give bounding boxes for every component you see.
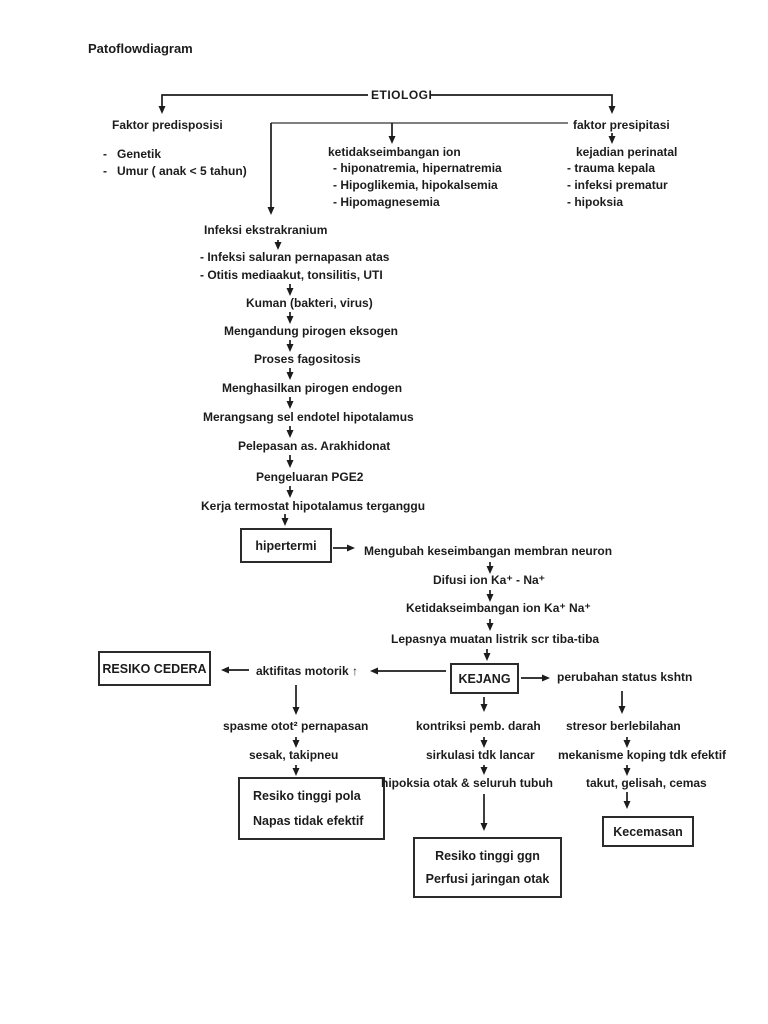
node-stresor: stresor berlebilahan xyxy=(566,719,681,733)
node-perubahan-status: perubahan status kshtn xyxy=(557,670,693,684)
node-mengubah-keseimbangan: Mengubah keseimbangan membran neuron xyxy=(364,544,613,558)
node-etiologi: ETIOLOGI xyxy=(371,88,433,102)
node-termostat: Kerja termostat hipotalamus terganggu xyxy=(201,499,426,513)
box-kejang-label: KEJANG xyxy=(458,671,511,686)
list-item-otitis: - Otitis mediaakut, tonsilitis, UTI xyxy=(200,268,383,282)
node-spasme-otot: spasme otot² pernapasan xyxy=(223,719,369,733)
list-item-genetik: - Genetik xyxy=(103,147,162,161)
node-difusi-ion: Difusi ion Ka⁺ - Na⁺ xyxy=(433,573,546,587)
node-faktor-predisposisi: Faktor predisposisi xyxy=(112,118,223,132)
node-pirogen-endogen: Menghasilkan pirogen endogen xyxy=(222,381,403,395)
node-mekanisme-koping: mekanisme koping tdk efektif xyxy=(558,748,727,762)
box-resiko-perfusi-line2: Perfusi jaringan otak xyxy=(425,872,550,887)
page-title: Patoflowdiagram xyxy=(88,41,193,56)
list-item-trauma-kepala: - trauma kepala xyxy=(567,161,656,175)
node-aktifitas-motorik: aktifitas motorik ↑ xyxy=(256,664,359,678)
node-arakhidonat: Pelepasan as. Arakhidonat xyxy=(238,439,391,453)
node-lepasnya-muatan: Lepasnya muatan listrik scr tiba-tiba xyxy=(391,632,600,646)
node-kuman: Kuman (bakteri, virus) xyxy=(246,296,373,310)
node-sirkulasi: sirkulasi tdk lancar xyxy=(426,748,535,762)
connector xyxy=(430,94,616,114)
node-ketidakseimbangan-ka-na: Ketidakseimbangan ion Ka⁺ Na⁺ xyxy=(406,601,591,615)
connector xyxy=(158,94,368,114)
node-pge2: Pengeluaran PGE2 xyxy=(256,470,364,484)
box-resiko-perfusi-line1: Resiko tinggi ggn xyxy=(435,848,540,863)
box-kejang: KEJANG xyxy=(450,663,519,694)
list-item-hipoksia: - hipoksia xyxy=(567,195,624,209)
node-kontriksi: kontriksi pemb. darah xyxy=(416,719,541,733)
node-hipoksia-otak: hipoksia otak & seluruh tubuh xyxy=(381,776,554,790)
node-faktor-presipitasi: faktor presipitasi xyxy=(573,118,670,132)
box-hipertermi-label: hipertermi xyxy=(255,538,317,553)
list-item-umur: - Umur ( anak < 5 tahun) xyxy=(103,164,247,178)
box-resiko-cedera: RESIKO CEDERA xyxy=(98,651,211,686)
node-kejadian-perinatal: kejadian perinatal xyxy=(576,145,678,159)
box-kecemasan-label: Kecemasan xyxy=(613,824,683,839)
node-sel-endotel: Merangsang sel endotel hipotalamus xyxy=(203,410,414,424)
list-item-hiponatremia: - hiponatremia, hipernatremia xyxy=(333,161,502,175)
node-infeksi-ekstrakranium: Infeksi ekstrakranium xyxy=(204,223,328,237)
list-item-infeksi-prematur: - infeksi prematur xyxy=(567,178,668,192)
node-sesak-takipneu: sesak, takipneu xyxy=(249,748,339,762)
node-proses-fagositosis: Proses fagositosis xyxy=(254,352,361,366)
node-takut-gelisah: takut, gelisah, cemas xyxy=(586,776,707,790)
box-kecemasan: Kecemasan xyxy=(602,816,694,847)
list-item-hipomagnesemia: - Hipomagnesemia xyxy=(333,195,440,209)
list-item-hipoglikemia: - Hipoglikemia, hipokalsemia xyxy=(333,178,498,192)
node-ketidakseimbangan-ion: ketidakseimbangan ion xyxy=(328,145,461,159)
box-resiko-pola-line2: Napas tidak efektif xyxy=(253,813,364,828)
box-resiko-cedera-label: RESIKO CEDERA xyxy=(102,661,207,676)
box-resiko-pola-line1: Resiko tinggi pola xyxy=(253,789,361,804)
list-item-infeksi-saluran: - Infeksi saluran pernapasan atas xyxy=(200,250,390,264)
box-resiko-pola-napas: Resiko tinggi pola Napas tidak efektif xyxy=(238,777,385,840)
box-hipertermi: hipertermi xyxy=(240,528,332,563)
node-pirogen-eksogen: Mengandung pirogen eksogen xyxy=(224,324,399,338)
box-resiko-perfusi: Resiko tinggi ggn Perfusi jaringan otak xyxy=(413,837,562,898)
